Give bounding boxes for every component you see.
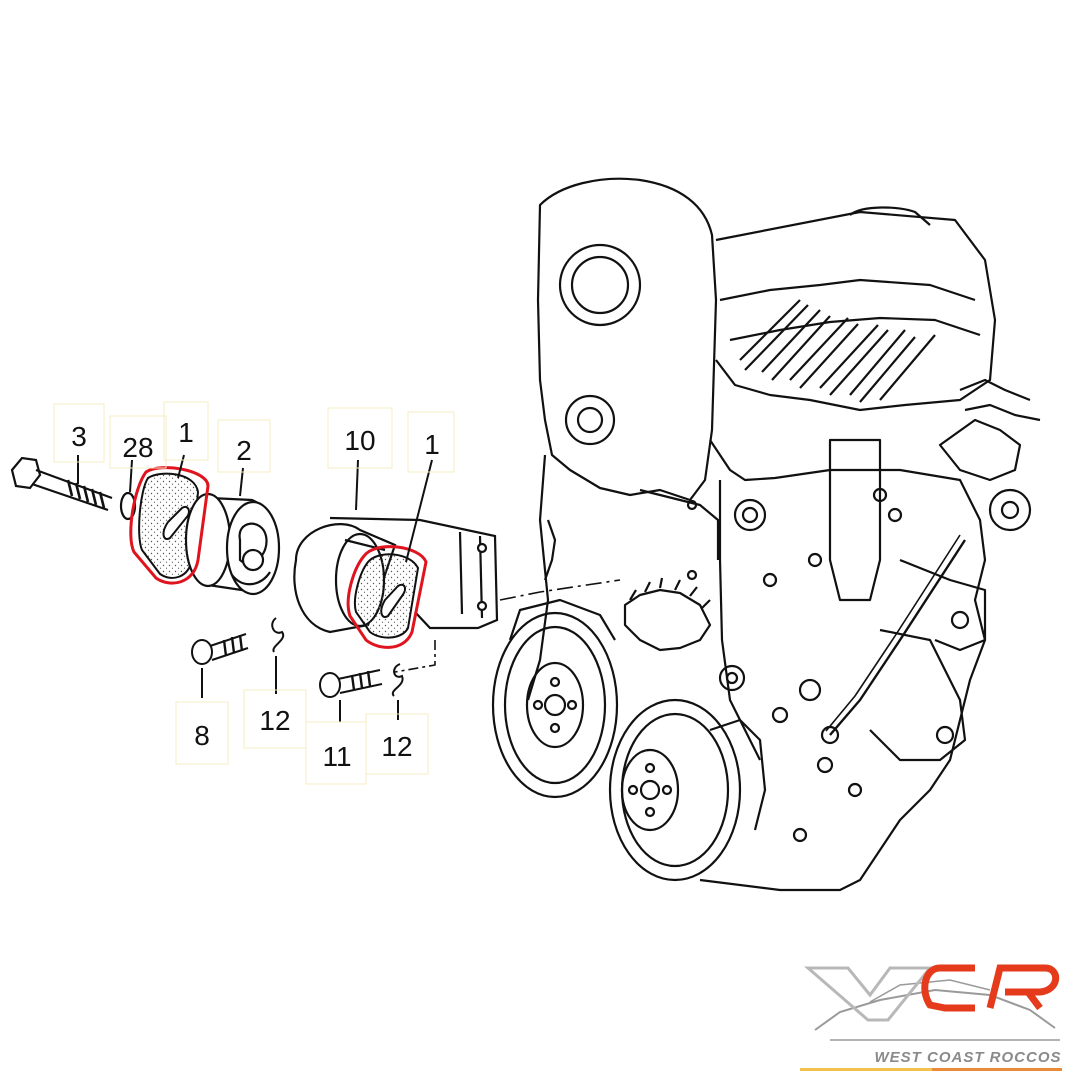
rubber-bush-2 [184, 492, 281, 596]
callout-12a: 12 [259, 705, 290, 736]
callouts: 3 28 1 2 10 1 8 12 11 12 [53, 401, 455, 785]
bolt-8 [191, 633, 249, 665]
callout-box-2: 2 [217, 419, 271, 473]
bolt-3 [10, 456, 113, 512]
callout-box-1a: 1 [163, 401, 209, 461]
highlight-shim-left [129, 466, 210, 585]
clip-12-left [271, 617, 285, 653]
highlight-shim-right [346, 545, 428, 649]
callout-box-10: 10 [327, 407, 393, 469]
callout-1b: 1 [424, 429, 440, 460]
callout-12b: 12 [381, 731, 412, 762]
shim-plate-1-left [138, 472, 200, 579]
callout-3: 3 [71, 421, 87, 452]
clip-12-right [391, 663, 404, 697]
callout-1a: 1 [178, 417, 194, 448]
callout-box-28: 28 [109, 415, 167, 469]
callout-28: 28 [122, 432, 153, 463]
logo-c-mark [921, 964, 975, 1012]
callout-10: 10 [344, 425, 375, 456]
shim-plate-1-right [354, 553, 420, 639]
engine-assembly [394, 177, 1041, 892]
logo-r-mark [986, 964, 1060, 1011]
callout-box-8: 8 [175, 701, 229, 765]
leader-lines [77, 454, 433, 722]
callout-8: 8 [194, 720, 210, 751]
logo-w-mark [803, 966, 934, 1022]
logo-text: WEST COAST ROCCOS [874, 1049, 1061, 1066]
bolt-11 [319, 669, 383, 698]
callout-2: 2 [236, 435, 252, 466]
callout-box-1b: 1 [407, 411, 455, 473]
west-coast-roccos-logo: WEST COAST ROCCOS [800, 964, 1062, 1071]
callout-box-3: 3 [53, 403, 105, 463]
callout-box-11: 11 [305, 721, 367, 785]
callout-11: 11 [322, 741, 351, 772]
callout-box-12b: 12 [365, 713, 429, 775]
callout-box-12a: 12 [243, 689, 307, 749]
